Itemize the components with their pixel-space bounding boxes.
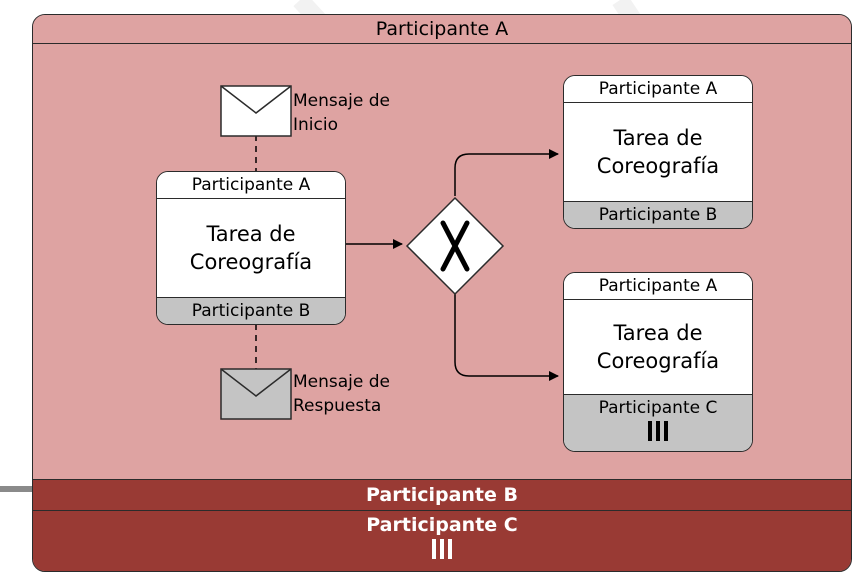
- exclusive-gateway: [405, 196, 505, 296]
- flow-gateway-to-lower-task: [454, 292, 559, 381]
- participant-c-label: Participante C: [366, 514, 518, 536]
- participant-b-band: Participante B: [33, 479, 851, 511]
- task-receiving-participant: Participante B: [157, 297, 345, 324]
- task-initiating-participant: Participante A: [564, 76, 752, 103]
- task-name: Tarea de Coreografía: [596, 321, 720, 373]
- task-name: Tarea de Coreografía: [596, 126, 720, 178]
- choreography-task-upper: Participante A Tarea de Coreografía Part…: [563, 75, 753, 229]
- choreography-task-main: Participante A Tarea de Coreografía Part…: [156, 171, 346, 325]
- gateway-x-icon: [440, 220, 470, 272]
- response-message-envelope-icon: [220, 368, 292, 420]
- start-message-envelope-icon: [220, 85, 292, 137]
- multi-instance-marker-icon: [648, 421, 668, 441]
- task-initiating-participant: Participante A: [564, 273, 752, 300]
- participant-a-band: Participante A: [33, 15, 851, 44]
- task-initiating-participant: Participante A: [157, 172, 345, 199]
- choreography-task-lower: Participante A Tarea de Coreografía Part…: [563, 272, 753, 452]
- participant-c-band: Participante C: [33, 511, 851, 571]
- start-message-label: Mensaje de Inicio: [293, 91, 391, 135]
- task-receiving-participant: Participante B: [564, 201, 752, 228]
- flow-gateway-to-upper-task: [454, 149, 559, 196]
- response-message-label: Mensaje de Respuesta: [293, 372, 391, 416]
- multi-instance-marker-icon: [432, 539, 452, 559]
- task-name: Tarea de Coreografía: [189, 222, 313, 274]
- task-receiving-participant: Participante C: [564, 394, 752, 451]
